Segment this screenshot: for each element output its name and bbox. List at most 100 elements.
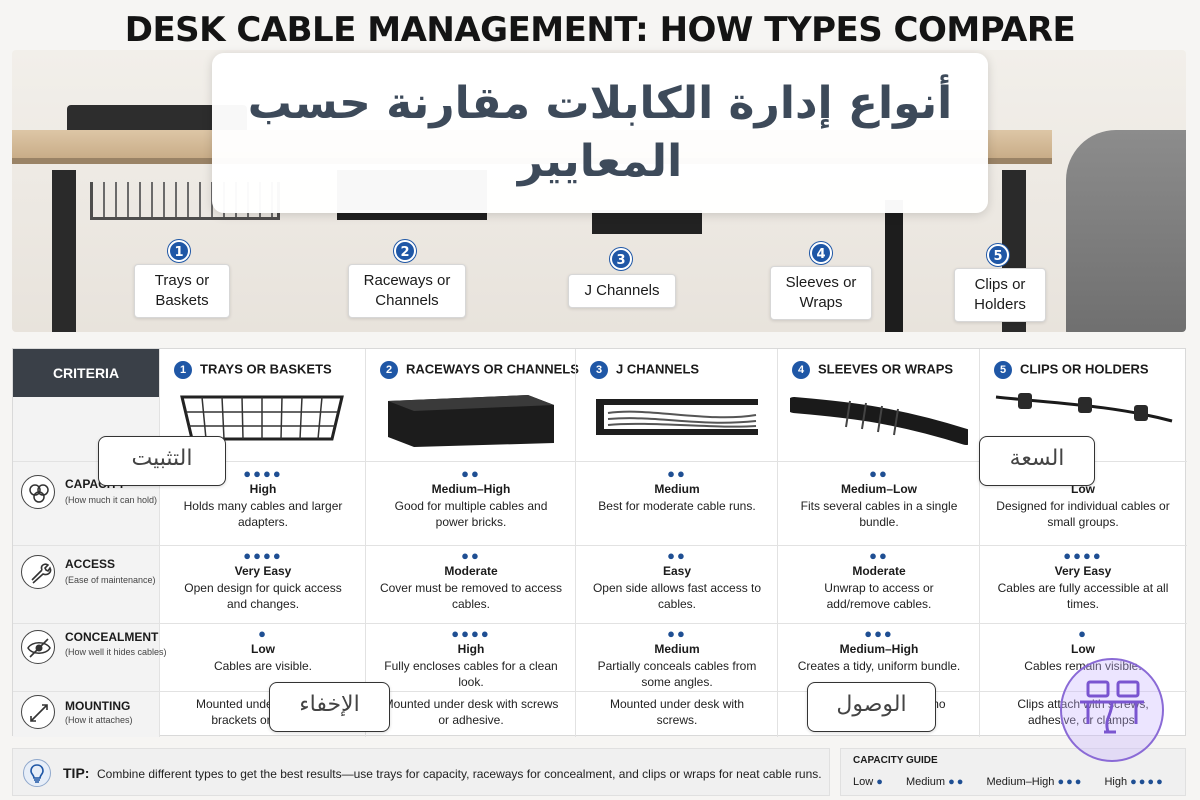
row-divider bbox=[13, 461, 1187, 462]
hero-label-j-channels: J Channels bbox=[568, 274, 676, 308]
rating-dots: ●●●● bbox=[1063, 548, 1103, 563]
column-header-raceways: 2 RACEWAYS OR CHANNELS bbox=[365, 349, 579, 461]
rating-desc: Fits several cables in a single bundle. bbox=[800, 499, 958, 529]
rating-level: Low bbox=[251, 642, 275, 656]
rating-level: Moderate bbox=[852, 564, 906, 578]
guide-label: High bbox=[1104, 776, 1128, 788]
rating-desc: Creates a tidy, uniform bundle. bbox=[797, 659, 961, 673]
cable-sleeve-icon bbox=[790, 397, 968, 445]
guide-label: Medium bbox=[905, 776, 946, 788]
guide-dots: ●●● bbox=[1057, 776, 1084, 788]
rating-desc: Holds many cables and larger adapters. bbox=[183, 499, 343, 529]
rating-level: Very Easy bbox=[234, 564, 292, 578]
chair-illustration bbox=[1066, 130, 1186, 332]
rating-desc: Cover must be removed to access cables. bbox=[379, 581, 563, 611]
rating-dots: ●● bbox=[667, 626, 687, 641]
column-number: 5 bbox=[994, 361, 1012, 379]
guide-dots: ●●●● bbox=[1130, 776, 1165, 788]
desk-logo-icon bbox=[1060, 658, 1164, 762]
marker-1: 1 bbox=[168, 240, 190, 262]
criteria-concealment-sub: (How well it hides cables) bbox=[65, 647, 167, 657]
rating-desc: Best for moderate cable runs. bbox=[598, 499, 756, 513]
hero-label-sleeves: Sleeves or Wraps bbox=[770, 266, 872, 320]
rating-dots: ●● bbox=[869, 466, 889, 481]
column-divider bbox=[159, 349, 160, 737]
rating-desc: Open side allows fast access to cables. bbox=[592, 581, 762, 611]
arabic-tag-mounting: التثبيت bbox=[98, 436, 226, 486]
guide-label: Medium–High bbox=[986, 776, 1055, 788]
mount-icon bbox=[21, 695, 55, 729]
row-divider bbox=[13, 623, 1187, 624]
rating-desc: Open design for quick access and changes… bbox=[184, 581, 342, 611]
column-title: 2 RACEWAYS OR CHANNELS bbox=[380, 361, 579, 379]
capacity-guide: CAPACITY GUIDE Low ● Medium ●● Medium–Hi… bbox=[840, 748, 1186, 796]
rating-dots: ●● bbox=[667, 548, 687, 563]
rating-level: Very Easy bbox=[1054, 564, 1112, 578]
wire-basket-icon bbox=[180, 395, 344, 441]
criteria-capacity-sub: (How much it can hold) bbox=[65, 495, 158, 505]
row-divider bbox=[13, 691, 1187, 692]
column-divider bbox=[575, 349, 576, 737]
hero-label-clips: Clips or Holders bbox=[954, 268, 1046, 322]
rating-level: High bbox=[249, 482, 277, 496]
rating-desc: Good for multiple cables and power brick… bbox=[394, 499, 548, 529]
criteria-access: ACCESS bbox=[65, 557, 116, 571]
guide-item: Low ● bbox=[853, 776, 885, 788]
rating-level: Moderate bbox=[444, 564, 498, 578]
rating-dots: ●●●● bbox=[451, 626, 491, 641]
column-number: 2 bbox=[380, 361, 398, 379]
column-divider bbox=[777, 349, 778, 737]
guide-item: Medium–High ●●● bbox=[987, 776, 1084, 788]
criteria-header: CRITERIA bbox=[13, 349, 159, 397]
capacity-guide-title: CAPACITY GUIDE bbox=[853, 755, 938, 766]
rating-desc: Designed for individual cables or small … bbox=[996, 499, 1170, 529]
column-label: RACEWAYS OR CHANNELS bbox=[406, 361, 579, 377]
column-number: 4 bbox=[792, 361, 810, 379]
capacity-guide-items: Low ● Medium ●● Medium–High ●●● High ●●●… bbox=[853, 775, 1183, 789]
arabic-tag-concealment: الإخفاء bbox=[269, 682, 390, 732]
rating-dots: ●● bbox=[461, 548, 481, 563]
rating-dots: ●● bbox=[667, 466, 687, 481]
raceway-icon bbox=[388, 395, 554, 447]
arabic-title: أنواع إدارة الكابلات مقارنة حسب المعايير bbox=[247, 78, 953, 187]
marker-5: 5 bbox=[987, 244, 1009, 266]
rating-dots: ● bbox=[1078, 626, 1088, 641]
page-title: DESK CABLE MANAGEMENT: HOW TYPES COMPARE bbox=[124, 10, 1076, 50]
column-header-clips: 5 CLIPS OR HOLDERS bbox=[979, 349, 1187, 461]
column-title: 5 CLIPS OR HOLDERS bbox=[994, 361, 1187, 379]
column-divider bbox=[979, 349, 980, 737]
cable-clip-icon bbox=[995, 393, 1173, 423]
rating-level: High bbox=[457, 642, 485, 656]
rating-level: Medium–Low bbox=[840, 482, 917, 496]
marker-4: 4 bbox=[810, 242, 832, 264]
j-channel-icon bbox=[596, 399, 758, 435]
hero-label-raceways: Raceways or Channels bbox=[348, 264, 466, 318]
tip-text: Combine different types to get the best … bbox=[97, 767, 822, 781]
tip-bar: TIP: Combine different types to get the … bbox=[12, 748, 830, 796]
rating-dots: ●●●● bbox=[243, 548, 283, 563]
row-divider bbox=[13, 545, 1187, 546]
column-label: CLIPS OR HOLDERS bbox=[1020, 361, 1149, 377]
rating-dots: ● bbox=[258, 626, 268, 641]
arabic-title-box: أنواع إدارة الكابلات مقارنة حسب المعايير bbox=[212, 53, 988, 213]
criteria-mounting: MOUNTING bbox=[65, 699, 131, 713]
rating-level: Medium bbox=[654, 482, 700, 496]
guide-item: Medium ●● bbox=[906, 776, 965, 788]
guide-dots: ●● bbox=[948, 776, 966, 788]
rating-level: Medium bbox=[654, 642, 700, 656]
tip-label: TIP: bbox=[63, 765, 90, 781]
rating-desc: Mounted under desk with screws or adhesi… bbox=[383, 697, 559, 727]
